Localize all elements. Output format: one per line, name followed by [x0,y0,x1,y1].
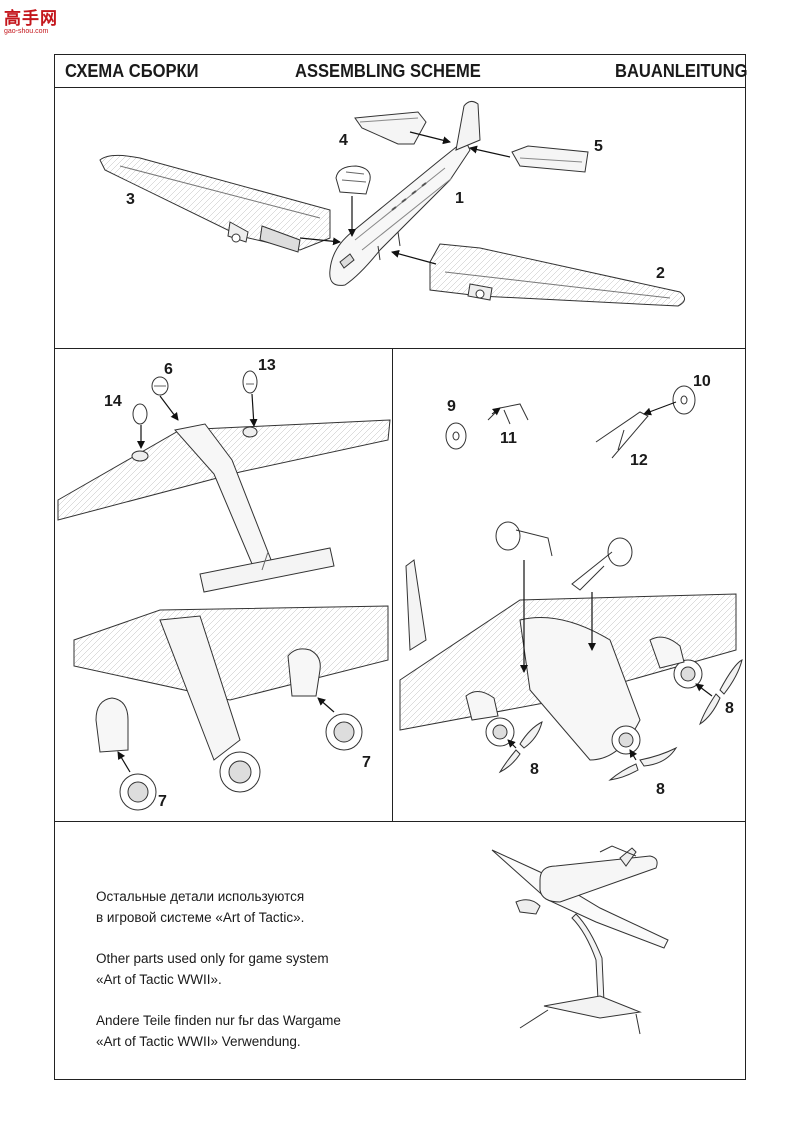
note-german-line-2: «Art of Tactic WWII» Verwendung. [96,1034,301,1049]
part-number-7-right: 7 [362,754,371,771]
note-german: Andere Teile finden nur fьr das Wargame … [96,1010,341,1052]
note-english-line-2: «Art of Tactic WWII». [96,972,222,987]
note-english-line-1: Other parts used only for game system [96,951,329,966]
propeller-1 [699,659,743,726]
note-russian-line-1: Остальные детали используются [96,889,305,904]
gear-wheel-left [495,521,553,557]
part-number-5: 5 [594,138,603,155]
note-english: Other parts used only for game system «A… [96,948,329,990]
part-number-4: 4 [339,132,348,149]
part-6-dome [151,376,169,396]
part-number-12: 12 [630,452,648,469]
propeller-2 [498,721,543,774]
part-11-strut [487,403,529,425]
part-number-9: 9 [447,398,456,415]
divider-bottom [55,821,745,822]
instruction-frame: СХЕМА СБОРКИ ASSEMBLING SCHEME BAUANLEIT… [54,54,748,1080]
engines-bottom-illustration [73,605,389,811]
part-number-6: 6 [164,361,173,378]
note-german-line-1: Andere Teile finden nur fьr das Wargame [96,1013,341,1028]
engines-props-illustration [399,521,743,781]
propeller-3 [608,746,678,781]
part-number-11: 11 [500,430,517,447]
divider-top [55,348,745,349]
part-number-10: 10 [693,373,711,390]
canopy-part [335,165,371,195]
part-14-dome [132,403,148,425]
main-assembly-illustration [99,100,685,307]
gear-wheel-right [571,537,633,591]
part-13-dome [242,370,258,394]
wing-top-illustration [57,370,391,593]
logo-url: gao-shou.com [4,28,49,35]
title-english: ASSEMBLING SCHEME [295,61,481,81]
note-russian: Остальные детали используются в игровой … [96,886,304,928]
fuselage-part [329,100,481,286]
right-wing-part [429,243,685,307]
right-stabilizer-part [511,145,589,173]
part-number-8-right: 8 [725,700,734,717]
part-number-2: 2 [656,265,665,282]
left-stabilizer-part [354,111,427,145]
note-russian-line-2: в игровой системе «Art of Tactic». [96,910,305,925]
header-bar: СХЕМА СБОРКИ ASSEMBLING SCHEME BAUANLEIT… [55,55,748,88]
part-number-8-left: 8 [530,761,539,778]
model-on-stand-illustration [491,845,669,1035]
title-russian: СХЕМА СБОРКИ [65,61,199,81]
site-logo: 高手网 gao-shou.com [4,4,74,40]
part-number-14: 14 [104,393,122,410]
part-number-8-center: 8 [656,781,665,798]
part-10-wheel [672,385,696,415]
gear-parts-illustration [445,385,696,459]
part-number-3: 3 [126,191,135,208]
part-9-wheel [445,422,467,450]
part-number-labels: 1 2 3 4 5 6 7 7 8 8 8 9 10 11 12 13 14 [104,132,734,810]
logo-glyphs: 高手网 [4,9,58,29]
part-number-13: 13 [258,357,276,374]
divider-middle [392,348,393,821]
left-wing-part [99,154,331,253]
part-number-7-left: 7 [158,793,167,810]
part-number-1: 1 [455,190,464,207]
title-german: BAUANLEITUNG [615,61,748,81]
